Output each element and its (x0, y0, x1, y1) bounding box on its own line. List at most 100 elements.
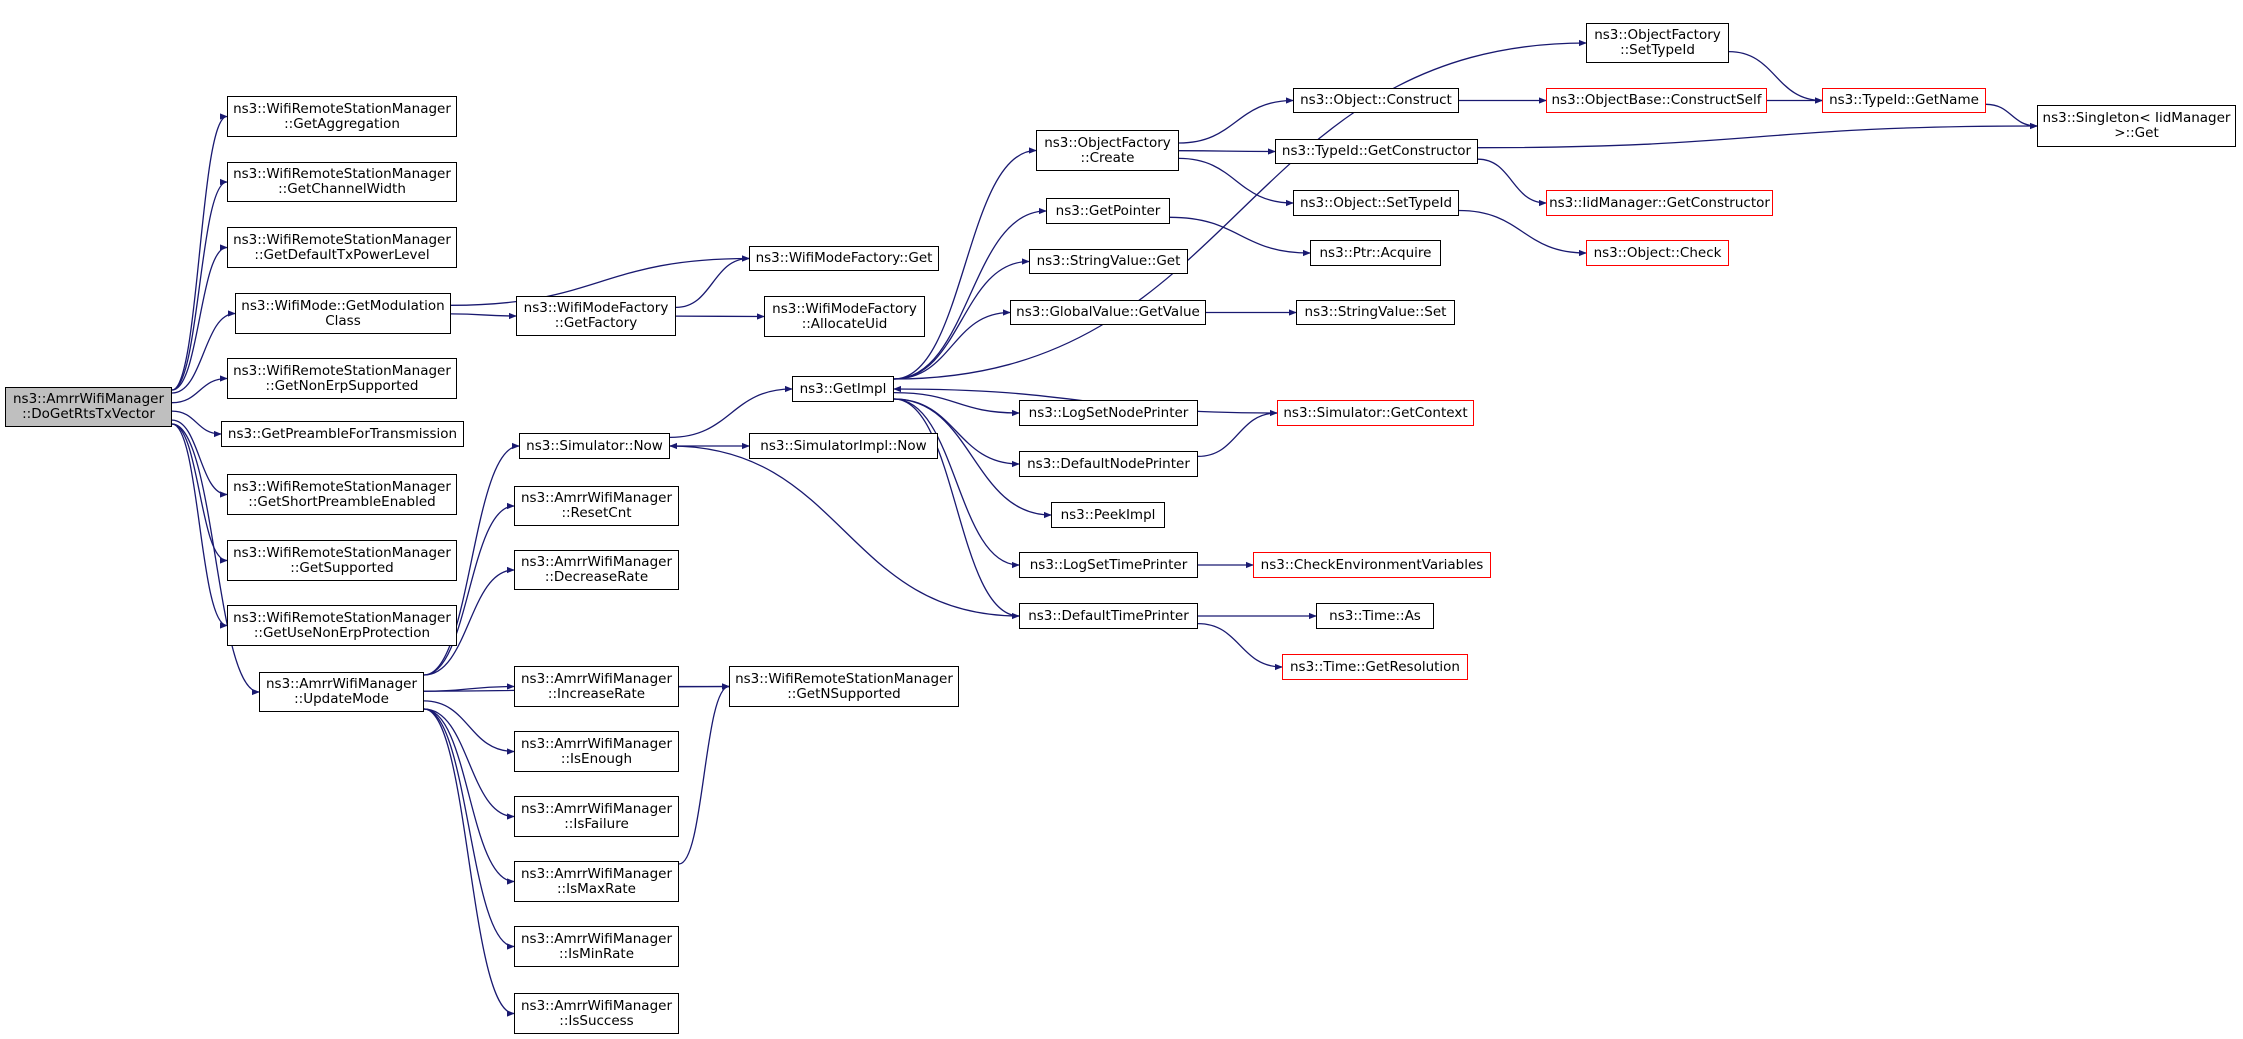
node-label-line: ::GetNonErpSupported (265, 377, 419, 394)
node-get-n-supported[interactable]: ns3::WifiRemoteStationManager::GetNSuppo… (729, 666, 959, 707)
node-default-time-printer[interactable]: ns3::DefaultTimePrinter (1019, 603, 1198, 629)
node-label-line: ::IsMinRate (558, 945, 635, 962)
node-is-failure[interactable]: ns3::AmrrWifiManager::IsFailure (514, 796, 679, 837)
node-label-line: ns3::GlobalValue::GetValue (1016, 304, 1200, 320)
node-default-node-printer[interactable]: ns3::DefaultNodePrinter (1019, 451, 1198, 477)
node-label-line: ns3::SimulatorImpl::Now (760, 437, 927, 454)
node-object-check[interactable]: ns3::Object::Check (1586, 240, 1729, 266)
node-label-line: ns3::WifiModeFactory::Get (755, 250, 933, 266)
node-object-factory-set-type-id[interactable]: ns3::ObjectFactory::SetTypeId (1586, 23, 1729, 63)
node-get-aggregation[interactable]: ns3::WifiRemoteStationManager::GetAggreg… (227, 96, 457, 137)
node-string-value-set[interactable]: ns3::StringValue::Set (1296, 300, 1455, 325)
edge-root-to-getDefaultTxPowerLevel (171, 244, 228, 391)
node-is-enough[interactable]: ns3::AmrrWifiManager::IsEnough (514, 731, 679, 772)
node-simulator-get-context[interactable]: ns3::Simulator::GetContext (1277, 400, 1474, 426)
node-wifi-mode-factory-get[interactable]: ns3::WifiModeFactory::Get (749, 246, 939, 271)
node-simulator-now[interactable]: ns3::Simulator::Now (519, 433, 670, 459)
node-reset-cnt[interactable]: ns3::AmrrWifiManager::ResetCnt (514, 486, 679, 526)
node-peek-impl[interactable]: ns3::PeekImpl (1051, 502, 1165, 528)
node-log-set-node-printer[interactable]: ns3::LogSetNodePrinter (1019, 400, 1198, 426)
node-wifi-mode-factory-get-factory[interactable]: ns3::WifiModeFactory::GetFactory (516, 296, 676, 336)
node-object-construct[interactable]: ns3::Object::Construct (1293, 88, 1459, 113)
edge-updateMode-to-decreaseRate (423, 566, 515, 676)
edge-updateMode-to-isEnough (423, 700, 515, 755)
node-label-line: ns3::Simulator::Now (526, 437, 663, 454)
edge-root-to-getShortPreambleEnabled (171, 419, 228, 498)
node-label-line: ::DecreaseRate (544, 569, 649, 585)
node-string-value-get[interactable]: ns3::StringValue::Get (1029, 249, 1188, 274)
node-label-line: ns3::Object::SetTypeId (1299, 194, 1453, 211)
node-iid-manager-get-constructor[interactable]: ns3::IidManager::GetConstructor (1546, 190, 1773, 216)
node-label-line: ns3::GetImpl (799, 380, 887, 397)
node-time-as[interactable]: ns3::Time::As (1316, 603, 1434, 629)
node-is-max-rate[interactable]: ns3::AmrrWifiManager::IsMaxRate (514, 861, 679, 902)
node-label-line: ns3::WifiRemoteStationManager (233, 544, 451, 561)
node-get-impl[interactable]: ns3::GetImpl (792, 376, 894, 402)
edge-getImpl-to-objectFactoryCreate (893, 147, 1037, 380)
node-label-line: ns3::ObjectBase::ConstructSelf (1551, 92, 1762, 108)
edge-updateMode-to-isFailure (423, 708, 515, 820)
node-get-pointer[interactable]: ns3::GetPointer (1046, 198, 1170, 224)
node-label-line: ::GetChannelWidth (278, 181, 406, 197)
edge-objectFactorySetTypeId-to-typeIdGetName (1728, 50, 1823, 104)
node-label-line: ns3::StringValue::Get (1036, 253, 1181, 269)
node-label-line: ::ResetCnt (561, 505, 632, 521)
node-global-value-get-value[interactable]: ns3::GlobalValue::GetValue (1010, 300, 1206, 325)
node-ptr-acquire[interactable]: ns3::Ptr::Acquire (1310, 240, 1441, 266)
node-label-line: ::GetNSupported (787, 685, 901, 702)
node-is-min-rate[interactable]: ns3::AmrrWifiManager::IsMinRate (514, 926, 679, 967)
node-get-use-non-erp-protection[interactable]: ns3::WifiRemoteStationManager::GetUseNon… (227, 605, 457, 646)
node-label-line: ns3::IidManager::GetConstructor (1549, 194, 1770, 211)
node-object-set-type-id[interactable]: ns3::Object::SetTypeId (1293, 190, 1459, 216)
node-label-line: ::GetShortPreambleEnabled (248, 493, 436, 510)
node-type-id-get-constructor[interactable]: ns3::TypeId::GetConstructor (1275, 139, 1478, 164)
node-label-line: ns3::DefaultNodePrinter (1027, 455, 1190, 472)
node-is-success[interactable]: ns3::AmrrWifiManager::IsSuccess (514, 993, 679, 1034)
edge-wifiModeFactoryGetFactory-to-wifiModeFactoryGet (675, 255, 750, 309)
node-update-mode[interactable]: ns3::AmrrWifiManager::UpdateMode (259, 672, 424, 712)
node-allocate-uid[interactable]: ns3::WifiModeFactory::AllocateUid (764, 296, 925, 337)
node-root[interactable]: ns3::AmrrWifiManager::DoGetRtsTxVector (5, 387, 172, 427)
node-label-line: ns3::Object::Check (1593, 244, 1722, 261)
node-decrease-rate[interactable]: ns3::AmrrWifiManager::DecreaseRate (514, 550, 679, 590)
edge-root-to-getSupported (171, 423, 228, 564)
edge-defaultTimePrinter-to-simulatorNow (669, 442, 1020, 617)
edge-getImpl-to-getPointer (893, 207, 1047, 380)
node-label-line: ns3::AmrrWifiManager (520, 670, 672, 687)
node-get-supported[interactable]: ns3::WifiRemoteStationManager::GetSuppor… (227, 540, 457, 581)
node-get-short-preamble-enabled[interactable]: ns3::WifiRemoteStationManager::GetShortP… (227, 474, 457, 515)
node-label-line: ::GetSupported (290, 559, 394, 576)
edge-getImpl-to-logSetTimePrinter (893, 398, 1020, 569)
node-object-factory-create[interactable]: ns3::ObjectFactory::Create (1036, 130, 1179, 171)
node-label-line: ns3::ObjectFactory (1044, 134, 1171, 151)
node-label-line: ns3::AmrrWifiManager (520, 930, 672, 947)
node-label-line: ::IsSuccess (559, 1012, 634, 1029)
node-get-channel-width[interactable]: ns3::WifiRemoteStationManager::GetChanne… (227, 162, 457, 202)
node-object-base-construct-self[interactable]: ns3::ObjectBase::ConstructSelf (1546, 88, 1767, 113)
edge-simulatorNow-to-getImpl (669, 385, 793, 439)
node-increase-rate[interactable]: ns3::AmrrWifiManager::IncreaseRate (514, 666, 679, 707)
node-singleton-get[interactable]: ns3::Singleton< IidManager>::Get (2037, 105, 2236, 147)
edge-objectSetTypeId-to-objectCheck (1458, 209, 1587, 257)
node-get-default-tx-power-level[interactable]: ns3::WifiRemoteStationManager::GetDefaul… (227, 227, 457, 268)
node-type-id-get-name[interactable]: ns3::TypeId::GetName (1822, 88, 1986, 113)
node-simulator-impl-now[interactable]: ns3::SimulatorImpl::Now (749, 433, 938, 459)
edge-defaultNodePrinter-to-simulatorGetContext (1197, 409, 1278, 458)
node-get-non-erp-supported[interactable]: ns3::WifiRemoteStationManager::GetNonErp… (227, 358, 457, 399)
node-check-environment-variables[interactable]: ns3::CheckEnvironmentVariables (1253, 552, 1491, 578)
node-label-line: ns3::Simulator::GetContext (1283, 404, 1468, 421)
node-label-line: ns3::WifiMode::GetModulation (241, 297, 445, 314)
node-label-line: ns3::AmrrWifiManager (265, 676, 417, 692)
node-get-preamble-for-transmission[interactable]: ns3::GetPreambleForTransmission (221, 421, 464, 447)
edge-root-to-getPreambleForTransmission (171, 410, 222, 438)
edge-root-to-getModulationClass (171, 310, 236, 394)
node-label-line: ns3::TypeId::GetName (1829, 92, 1979, 108)
edge-getImpl-to-logSetNodePrinter (893, 391, 1020, 417)
node-label-line: ns3::StringValue::Set (1304, 304, 1447, 320)
node-log-set-time-printer[interactable]: ns3::LogSetTimePrinter (1019, 552, 1198, 578)
edge-updateMode-to-isSuccess (423, 708, 515, 1017)
node-label-line: ::GetAggregation (284, 115, 400, 132)
node-label-line: ns3::Time::GetResolution (1289, 658, 1460, 675)
node-time-get-resolution[interactable]: ns3::Time::GetResolution (1282, 654, 1468, 680)
